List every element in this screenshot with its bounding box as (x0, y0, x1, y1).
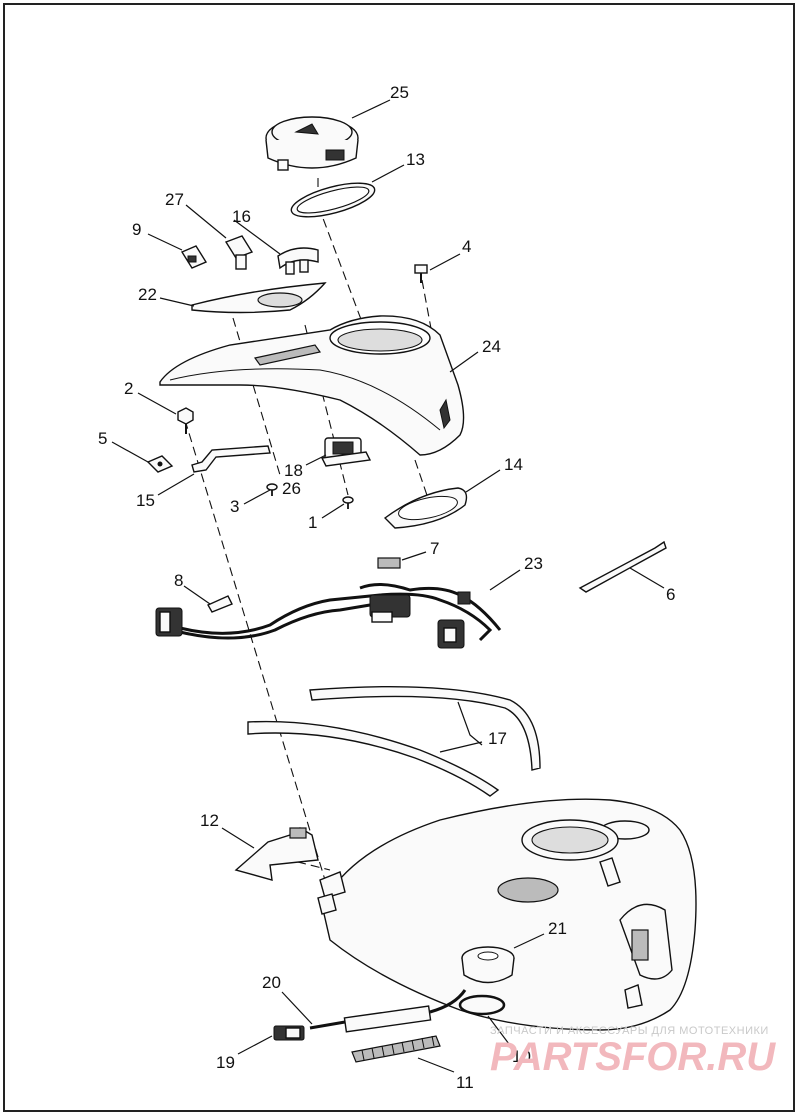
callout-6: 6 (666, 585, 675, 604)
part-1-screw (342, 496, 354, 509)
leader-lines (111, 99, 665, 1073)
callout-11: 11 (456, 1073, 474, 1092)
callout-7: 7 (430, 539, 439, 558)
part-9-switch (180, 245, 208, 269)
callout-16: 16 (232, 207, 251, 226)
part-3-26-screw (266, 483, 278, 496)
callout-12: 12 (200, 811, 219, 830)
part-27-switch (224, 235, 254, 270)
callout-9: 9 (132, 220, 141, 239)
part-25-speedometer (265, 116, 359, 171)
callout-1: 1 (308, 513, 317, 532)
watermark-subtitle: ЗАПЧАСТИ И АКСЕССУАРЫ ДЛЯ МОТОТЕХНИКИ (490, 1025, 769, 1037)
callout-19: 19 (216, 1053, 235, 1072)
watermark: ЗАПЧАСТИ И АКСЕССУАРЫ ДЛЯ МОТОТЕХНИКИ PA… (490, 1025, 776, 1079)
part-2-bolt (177, 407, 194, 434)
part-20-sender-wire (309, 989, 467, 1033)
callout-20: 20 (262, 973, 281, 992)
part-10-o-ring (458, 994, 506, 1016)
part-12-bracket (234, 827, 319, 881)
callout-4: 4 (462, 237, 471, 256)
part-13-gasket (290, 182, 376, 218)
callout-15: 15 (136, 491, 155, 510)
part-4-screw (414, 264, 428, 283)
callout-24: 24 (482, 337, 501, 356)
part-21-fuel-gauge (461, 946, 515, 984)
part-22-trim (191, 282, 327, 314)
callout-17: 17 (488, 729, 507, 748)
callout-5: 5 (98, 429, 107, 448)
part-8-clip (207, 595, 233, 613)
part-24-console (159, 315, 465, 456)
watermark-logo: PARTSFOR.RU (490, 1035, 776, 1079)
callout-10: 10 (512, 1047, 531, 1066)
callout-labels: 25 13 27 16 9 4 22 24 2 5 18 26 15 3 14 … (98, 83, 675, 1092)
part-16-switch-bezel (277, 247, 319, 275)
callout-26: 26 (282, 479, 301, 498)
part-23-harness (155, 583, 502, 649)
part-7-label (377, 557, 401, 569)
part-18-connector (320, 437, 372, 467)
part-15-bracket (191, 445, 271, 473)
part-5-clip (146, 455, 174, 473)
callout-27: 27 (165, 190, 184, 209)
part-11-sleeve (351, 1035, 441, 1063)
callout-8: 8 (174, 571, 183, 590)
callout-14: 14 (504, 455, 523, 474)
part-19-connector (273, 1025, 305, 1041)
part-6-cable-tie (578, 540, 667, 593)
diagram-frame (3, 3, 795, 1112)
fuel-tank (317, 798, 697, 1031)
callout-13: 13 (406, 150, 425, 169)
callout-22: 22 (138, 285, 157, 304)
callout-23: 23 (524, 554, 543, 573)
callout-2: 2 (124, 379, 133, 398)
callout-21: 21 (548, 919, 567, 938)
part-17-trim-strips (247, 685, 541, 797)
callout-18: 18 (284, 461, 303, 480)
callout-25: 25 (390, 83, 409, 102)
part-14-bezel (383, 487, 468, 529)
callout-3: 3 (230, 497, 239, 516)
